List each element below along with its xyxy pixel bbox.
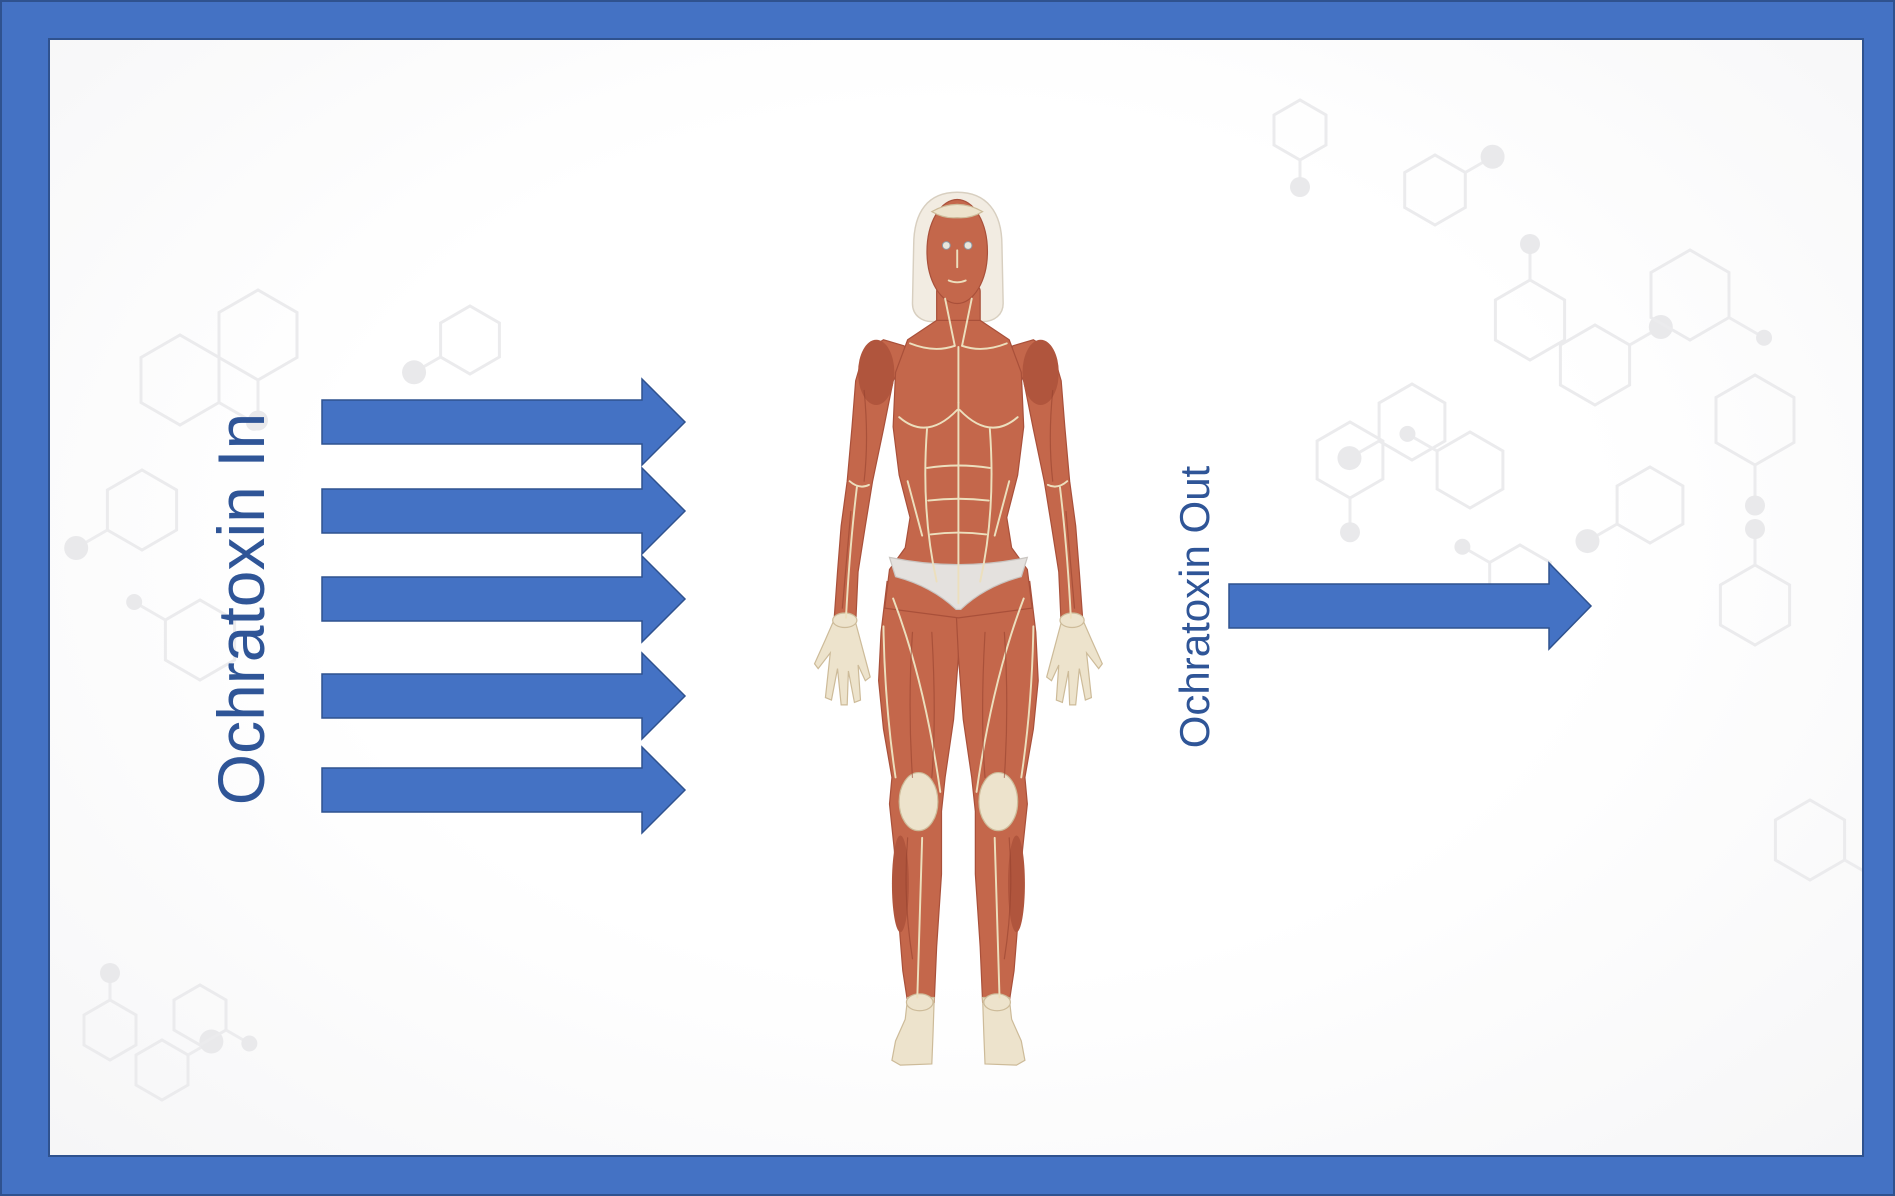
inflow-arrow-icon — [322, 379, 685, 465]
outflow-label: Ochratoxin Out — [1167, 437, 1223, 777]
left-hand — [815, 620, 871, 705]
left-ankle — [906, 994, 933, 1011]
inflow-label: Ochratoxin In — [201, 379, 281, 839]
inflow-arrow-icon — [322, 747, 685, 833]
right-hand — [1047, 620, 1103, 705]
slide-canvas: Ochratoxin In Ochratoxin Out — [48, 38, 1864, 1157]
outflow-arrow-icon — [1229, 563, 1591, 649]
inflow-arrow-icon — [322, 468, 685, 554]
right-ankle — [984, 994, 1011, 1011]
left-eye — [942, 242, 950, 250]
right-wrist — [1060, 613, 1084, 628]
inflow-arrow-icon — [322, 653, 685, 739]
left-knee — [899, 773, 938, 831]
left-wrist — [833, 613, 857, 628]
inflow-arrow-icon — [322, 556, 685, 642]
right-eye — [964, 242, 972, 250]
human-muscular-anatomy-icon — [806, 185, 1106, 1070]
right-knee — [979, 773, 1018, 831]
left-deltoid — [858, 340, 894, 405]
right-deltoid — [1022, 340, 1058, 405]
